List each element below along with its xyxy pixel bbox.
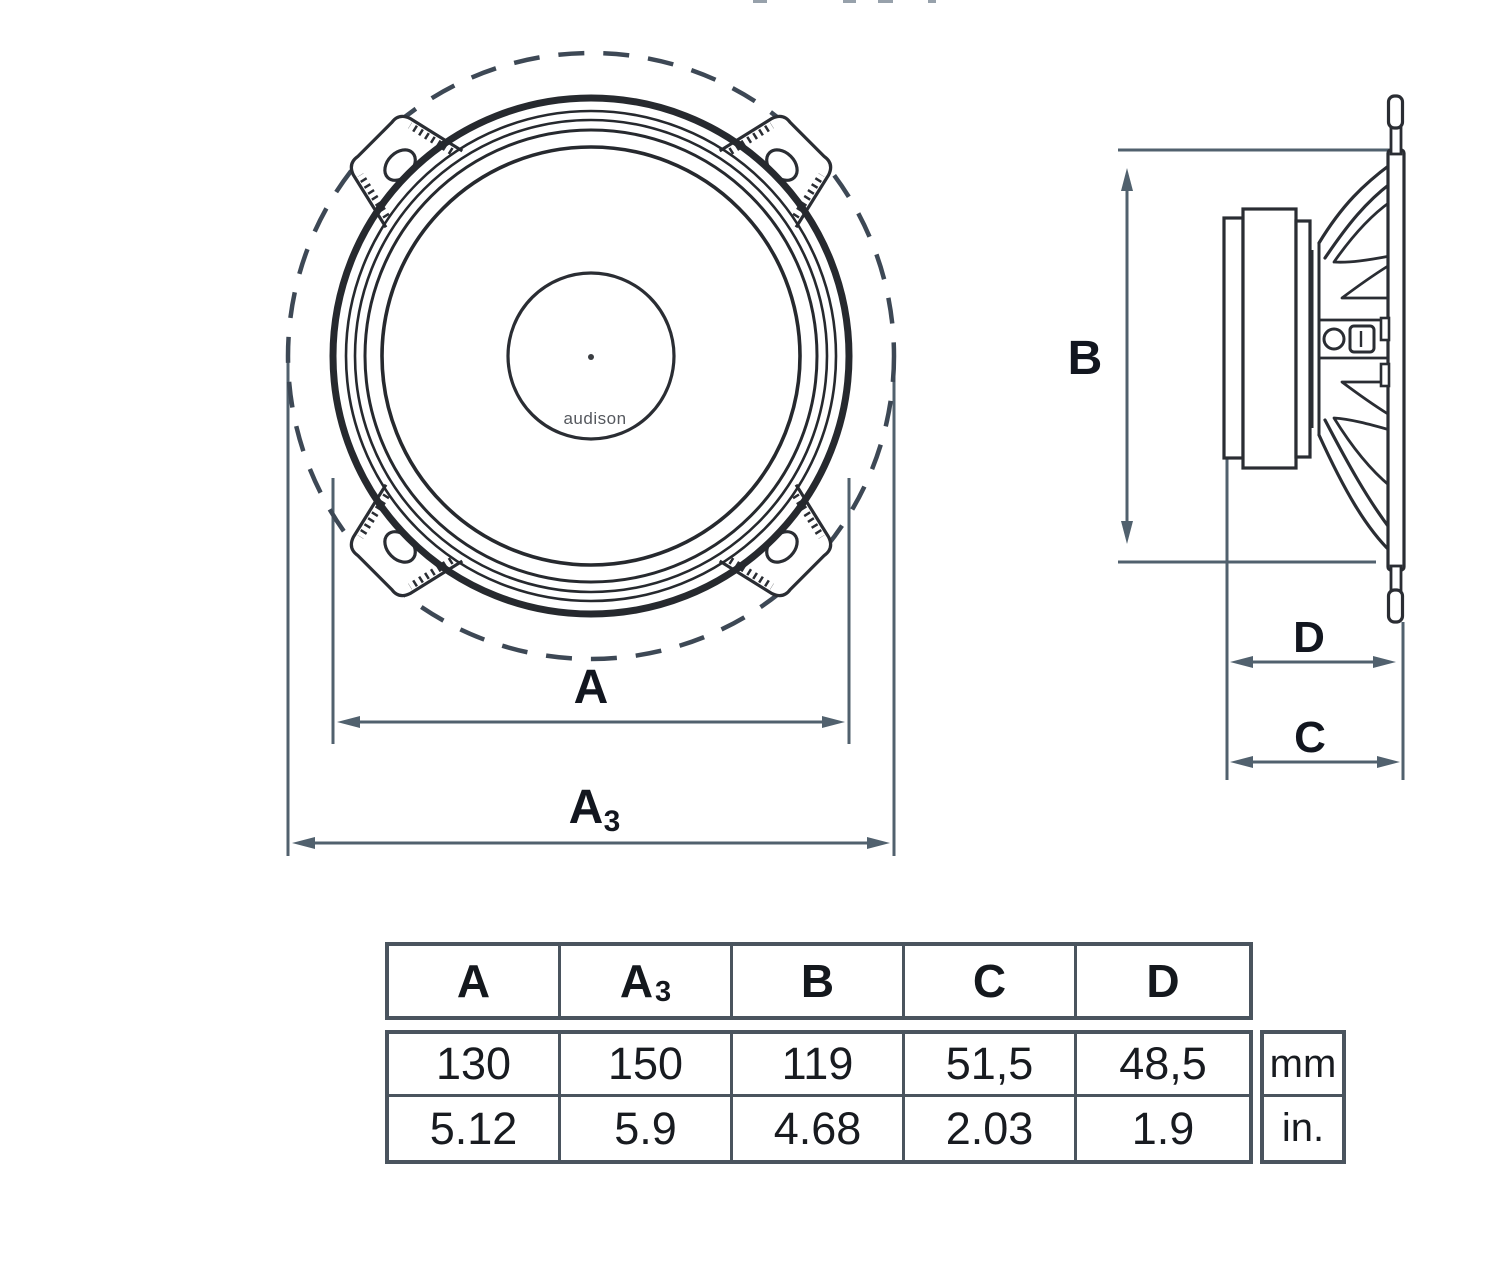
arrowhead-icon bbox=[337, 716, 360, 728]
speaker-frame-outer-circle bbox=[329, 94, 853, 618]
table-cell-d-in: 1.9 bbox=[1131, 1102, 1195, 1154]
cone-line-top bbox=[1323, 181, 1393, 260]
front-view-arrowheads bbox=[292, 716, 890, 849]
cropped-text-remnant bbox=[878, 0, 893, 3]
dimension-a3-label: A bbox=[569, 781, 604, 834]
table-header-d: D bbox=[1077, 946, 1249, 1016]
arrowhead-icon bbox=[1373, 656, 1396, 668]
table-header-a: A bbox=[389, 946, 561, 1016]
magnet-back-plate bbox=[1222, 216, 1245, 460]
table-header-c-label: C bbox=[972, 955, 1007, 1007]
table-cell-c-in: 2.03 bbox=[905, 1097, 1077, 1160]
gasket-ring-circle bbox=[344, 109, 838, 603]
front-view-dimension-labels: A A 3 bbox=[569, 661, 621, 838]
table-cell-b-mm: 119 bbox=[733, 1034, 905, 1097]
side-view-dimension-labels: B D C bbox=[1068, 332, 1326, 762]
surround-outer-circle bbox=[363, 128, 819, 584]
dimension-a-label: A bbox=[574, 661, 609, 714]
center-point-dot bbox=[588, 354, 594, 360]
mounting-flange bbox=[1386, 148, 1406, 572]
table-cell-a-mm: 130 bbox=[389, 1034, 561, 1097]
overall-diameter-dashed-circle bbox=[285, 50, 897, 662]
side-view bbox=[1222, 94, 1406, 624]
table-header-b-label: B bbox=[800, 955, 835, 1007]
front-view-dimensions bbox=[286, 362, 896, 856]
basket-arm-top-outer bbox=[1317, 162, 1393, 245]
dimension-a3-subscript: 3 bbox=[604, 805, 621, 838]
magnet-body bbox=[1241, 207, 1298, 470]
unit-label-in: in. bbox=[1281, 1106, 1325, 1150]
cropped-text-remnant bbox=[753, 0, 767, 3]
table-header-a3-label: A bbox=[619, 955, 654, 1007]
side-view-arrowheads bbox=[1121, 168, 1400, 768]
table-cell-a-in: 5.12 bbox=[389, 1097, 561, 1160]
cone-edge-circle bbox=[380, 145, 802, 567]
table-cell-b-in: 4.68 bbox=[733, 1097, 905, 1160]
table-cell-a3-mm: 150 bbox=[561, 1034, 733, 1097]
arrowhead-icon bbox=[867, 837, 890, 849]
arrowhead-icon bbox=[1230, 656, 1253, 668]
magnet-front-plate bbox=[1294, 219, 1312, 459]
table-header-b: B bbox=[733, 946, 905, 1016]
gasket-ring-circle bbox=[353, 118, 829, 594]
gasket-tab-top bbox=[1386, 94, 1405, 130]
arrowhead-icon bbox=[1121, 521, 1133, 544]
arrowhead-icon bbox=[822, 716, 845, 728]
gasket-tab-bottom bbox=[1386, 588, 1405, 624]
dimension-b-label: B bbox=[1068, 332, 1103, 385]
dimension-c-label: C bbox=[1294, 713, 1326, 762]
brand-label: audison bbox=[563, 409, 626, 428]
basket-arm-bottom-outer bbox=[1317, 433, 1393, 554]
unit-label-mm: mm bbox=[1264, 1034, 1342, 1097]
dimension-d-label: D bbox=[1293, 613, 1325, 662]
spec-table-values: 130 150 119 51,5 48,5 5.12 5.9 4.68 2.03… bbox=[385, 1030, 1253, 1164]
arrowhead-icon bbox=[1377, 756, 1400, 768]
table-header-a-label: A bbox=[456, 955, 491, 1007]
front-view: audison bbox=[285, 50, 897, 662]
table-cell-a3-in: 5.9 bbox=[561, 1097, 733, 1160]
side-view-dimensions bbox=[1118, 148, 1405, 780]
basket-window-top-small bbox=[1340, 264, 1390, 300]
arrowhead-icon bbox=[292, 837, 315, 849]
terminal-post bbox=[1322, 327, 1346, 351]
table-header-d-label: D bbox=[1146, 955, 1180, 1007]
flange-notch bbox=[1379, 362, 1391, 388]
flange-step-top bbox=[1389, 124, 1403, 156]
cone-line-bottom bbox=[1323, 418, 1393, 532]
table-cell-d-mm: 48,5 bbox=[1077, 1034, 1249, 1097]
spec-table-units: mm in. bbox=[1260, 1030, 1346, 1164]
cropped-text-remnant bbox=[843, 0, 856, 3]
flange-notch bbox=[1379, 316, 1391, 342]
table-cell-c-mm: 51,5 bbox=[905, 1034, 1077, 1097]
cropped-text-remnant bbox=[928, 0, 936, 3]
arrowhead-icon bbox=[1121, 168, 1133, 191]
arrowhead-icon bbox=[1230, 756, 1253, 768]
table-header-a3-subscript: 3 bbox=[655, 975, 672, 1008]
table-header-c: C bbox=[905, 946, 1077, 1016]
